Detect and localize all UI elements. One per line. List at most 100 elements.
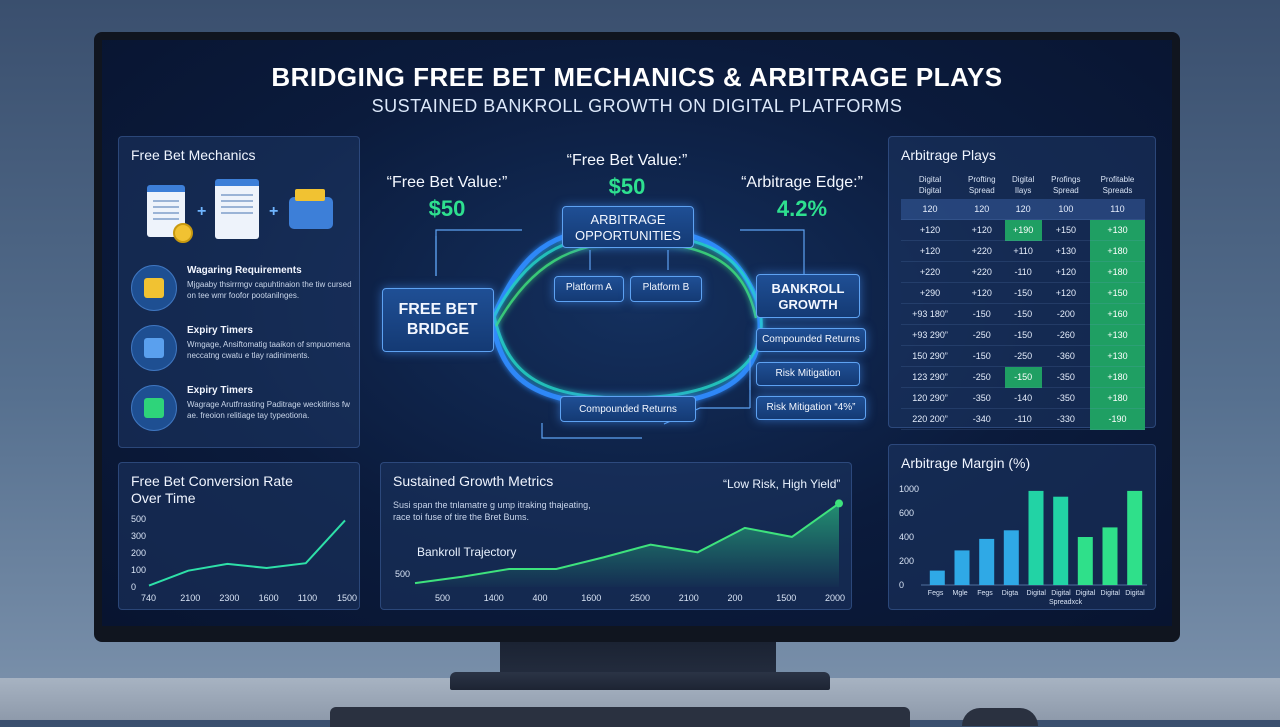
table-cell: -150 — [959, 303, 1005, 325]
table-cell: +120 — [1041, 261, 1090, 283]
table-cell: +93 290” — [901, 324, 960, 346]
table-cell: +180 — [1089, 387, 1145, 409]
x-tick-label: 2100 — [679, 593, 699, 603]
table-cell: -150 — [1004, 303, 1042, 325]
table-cell: 120 290” — [901, 387, 960, 409]
mouse — [962, 708, 1038, 726]
y-tick-label: 100 — [131, 565, 146, 575]
compounded-returns-node[interactable]: Compounded Returns — [756, 328, 866, 352]
x-tick-label: Fegs — [928, 590, 944, 597]
x-tick-label: 2500 — [630, 593, 650, 603]
table-cell: 150 290” — [901, 345, 960, 367]
table-cell: -250 — [959, 324, 1005, 346]
table-cell: +110 — [1004, 240, 1042, 262]
free-bet-mechanics-panel: Free Bet Mechanics + + Wagaring Requirem… — [118, 136, 360, 448]
table-cell: 120 — [1004, 199, 1042, 220]
mechanic-heading: Expiry Timers — [187, 385, 253, 396]
x-tick-label: 400 — [533, 593, 548, 603]
free-bet-value-left: $50 — [428, 196, 466, 221]
table-cell: 220 200” — [901, 408, 960, 430]
table-cell: -260 — [1041, 324, 1090, 346]
panel-title: Arbitrage Plays — [901, 147, 996, 163]
table-cell: 123 290” — [901, 366, 960, 388]
table-cell: +120 — [1041, 282, 1090, 304]
x-tick-label: Fegs — [977, 590, 993, 597]
table-cell: +93 180” — [901, 303, 960, 325]
node-label: GROWTH — [778, 297, 838, 312]
margin-bar — [1102, 527, 1118, 585]
growth-description: Susi span the tnlamatre g ump itraking t… — [393, 500, 591, 522]
table-cell: +130 — [1089, 219, 1145, 241]
margin-bar — [1127, 490, 1143, 585]
risk-mitigation-4pct-node[interactable]: Risk Mitigation “4%” — [756, 396, 866, 420]
margin-bar — [929, 570, 945, 585]
table-cell: -360 — [1041, 345, 1090, 367]
table-cell: +120 — [901, 240, 960, 262]
table-cell: +180 — [1089, 366, 1145, 388]
margin-bar — [1077, 537, 1093, 585]
panel-title: Free Bet Mechanics — [131, 147, 256, 163]
panel-title: Free Bet Conversion Rate Over Time — [131, 473, 293, 507]
table-cell: -140 — [1004, 387, 1042, 409]
plus-icon: + — [269, 203, 279, 220]
bankroll-trajectory-label: Bankroll Trajectory — [417, 545, 517, 559]
table-row: 120 290”-350-140-350+180 — [901, 387, 1145, 409]
growth-metrics-panel: Sustained Growth Metrics “Low Risk, High… — [380, 462, 852, 610]
mechanic-description: Wagrage Arutfrrasting Paditrage weckitir… — [187, 400, 350, 420]
document-icon — [215, 179, 259, 239]
mechanics-illustration: + + — [137, 179, 352, 249]
x-tick-label: 1500 — [776, 593, 796, 603]
margin-bar — [1003, 530, 1019, 585]
table-cell: -150 — [1004, 366, 1042, 388]
risk-mitigation-node[interactable]: Risk Mitigation — [756, 362, 860, 386]
table-cell: +120 — [959, 282, 1005, 304]
y-tick-label: 500 — [131, 514, 146, 524]
coin-doc-icon — [131, 265, 177, 311]
platform-b-node[interactable]: Platform B — [630, 276, 702, 302]
table-cell: -350 — [1041, 387, 1090, 409]
cash-icon — [131, 385, 177, 431]
arbitrage-opportunities-node[interactable]: ARBITRAGE OPPORTUNITIES — [562, 206, 694, 248]
y-tick-label: 0 — [131, 582, 136, 592]
free-bet-bridge-node[interactable]: FREE BET BRIDGE — [382, 288, 494, 352]
x-tick-label: 1400 — [484, 593, 504, 603]
x-tick-label: 2300 — [219, 593, 239, 603]
table-cell: +190 — [1004, 219, 1042, 241]
table-cell: 120 — [959, 199, 1005, 220]
coin-icon — [173, 223, 193, 243]
table-cell: -350 — [959, 387, 1005, 409]
x-tick-label: 200 — [728, 593, 743, 603]
table-cell: -110 — [1004, 408, 1042, 430]
free-bet-value-label-center: “Free Bet Value:” — [566, 152, 688, 169]
bankroll-growth-node[interactable]: BANKROLL GROWTH — [756, 274, 860, 318]
mechanic-description: Mjgaaby thsirrmgv capuhtinaion the tiw c… — [187, 280, 352, 300]
table-row: +120+220+110+130+180 — [901, 240, 1145, 262]
glow-loop — [489, 225, 763, 408]
margin-bar — [954, 550, 970, 585]
panel-title-line: Free Bet Conversion Rate — [131, 473, 293, 489]
monitor-base — [450, 672, 830, 690]
mechanic-heading: Wagaring Requirements — [187, 265, 302, 276]
platform-a-node[interactable]: Platform A — [554, 276, 624, 302]
mechanic-item: Expiry Timers Wmgage, Ansiftomatig taaik… — [131, 325, 361, 377]
growth-area-fill — [415, 503, 839, 587]
arbitrage-edge-label: “Arbitrage Edge:” — [741, 174, 863, 191]
node-label: FREE BET — [398, 301, 478, 318]
table-cell: +150 — [1089, 282, 1145, 304]
keyboard — [330, 707, 910, 727]
panel-title-line: Over Time — [131, 490, 196, 506]
free-bet-value-center: $50 — [608, 174, 646, 199]
table-cell: +160 — [1089, 303, 1145, 325]
y-tick-label: 1000 — [899, 484, 919, 494]
node-label: BANKROLL — [771, 281, 845, 296]
compounded-returns-bottom-node[interactable]: Compounded Returns — [560, 396, 696, 422]
